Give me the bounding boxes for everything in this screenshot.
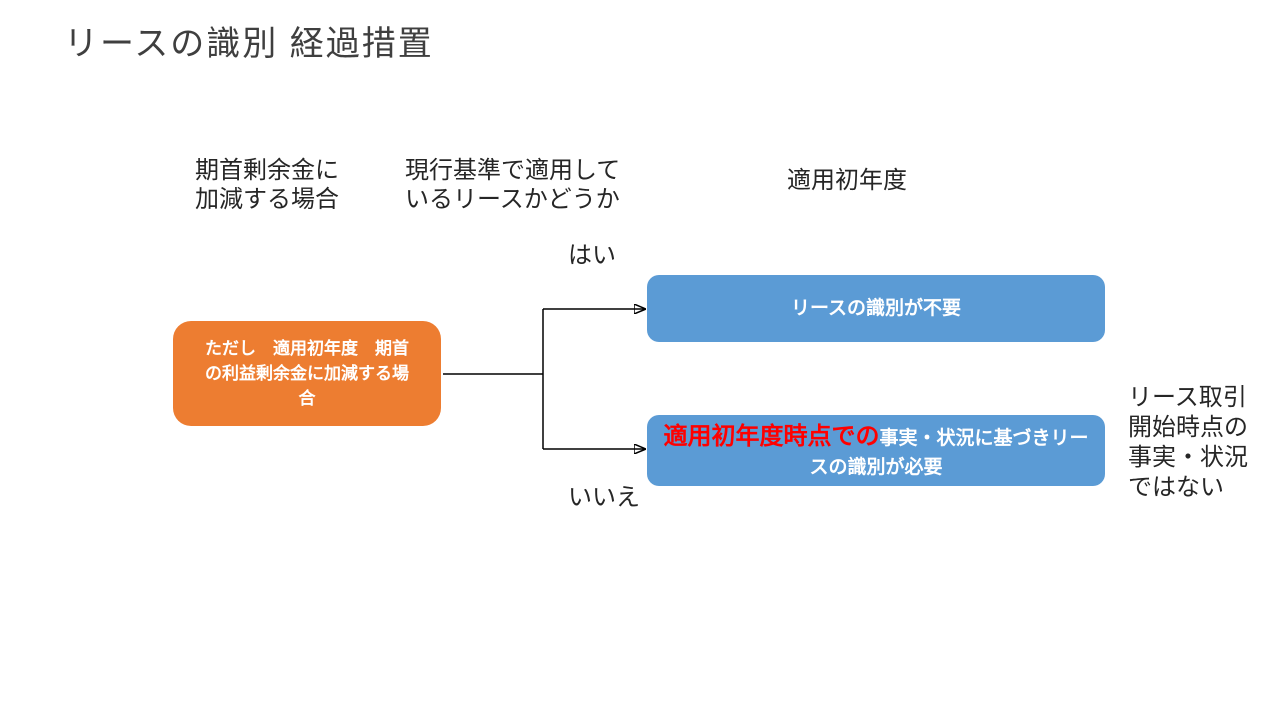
- branch-label-yes: はい: [568, 242, 616, 269]
- node-identification-not-required: リースの識別が不要: [647, 275, 1105, 342]
- node-identification-required: 適用初年度時点での事実・状況に基づきリースの識別が必要: [647, 415, 1105, 486]
- label-first-application-year: 適用初年度: [787, 167, 907, 194]
- node-condition-text: ただし 適用初年度 期首の利益剰余金に加減する場合: [205, 339, 409, 408]
- node-required-rest-text: 事実・状況に基づきリースの識別が必要: [809, 428, 1089, 478]
- node-not-required-text: リースの識別が不要: [790, 297, 962, 319]
- label-current-standard-lease: 現行基準で適用して いるリースかどうか: [405, 157, 621, 213]
- branch-label-no: いいえ: [568, 484, 640, 511]
- label-opening-surplus: 期首剰余金に 加減する場合: [195, 157, 339, 213]
- label-side-note: リース取引 開始時点の 事実・状況 ではない: [1128, 384, 1248, 501]
- node-condition-box: ただし 適用初年度 期首の利益剰余金に加減する場合: [173, 321, 441, 426]
- page-title: リースの識別 経過措置: [64, 25, 434, 63]
- node-required-highlight-text: 適用初年度時点での: [663, 423, 880, 450]
